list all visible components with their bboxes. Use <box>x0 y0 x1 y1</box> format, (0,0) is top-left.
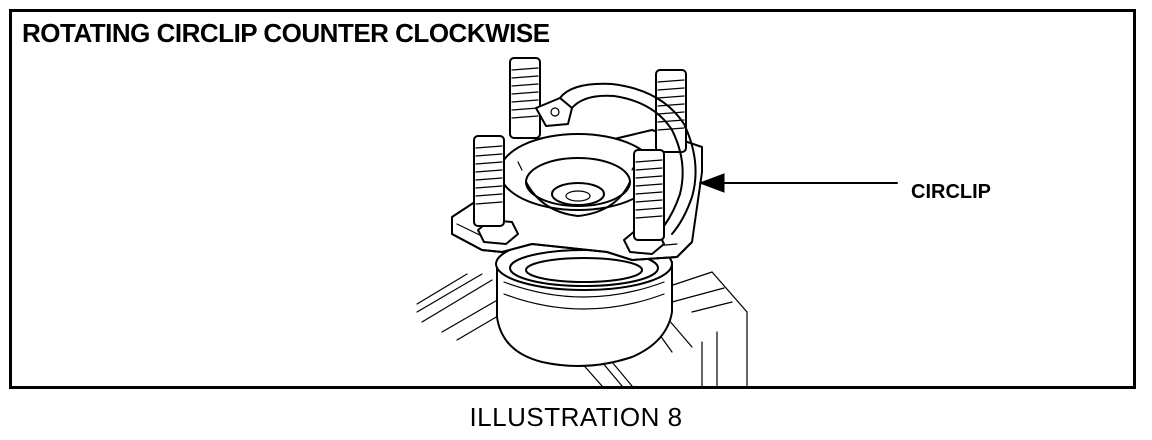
figure-caption: ILLUSTRATION 8 <box>469 402 683 432</box>
wheel-studs <box>473 57 687 241</box>
hub-assembly-drawing <box>416 57 898 386</box>
illustration-frame: ROTATING CIRCLIP COUNTER CLOCKWISE <box>9 9 1136 389</box>
circlip-callout-label: CIRCLIP <box>911 181 991 203</box>
circlip-pointer-arrow <box>698 173 898 193</box>
figure-title: ROTATING CIRCLIP COUNTER CLOCKWISE <box>22 18 550 48</box>
hub-center <box>499 133 657 217</box>
circlip <box>535 82 697 235</box>
bearing-housing <box>495 237 673 367</box>
